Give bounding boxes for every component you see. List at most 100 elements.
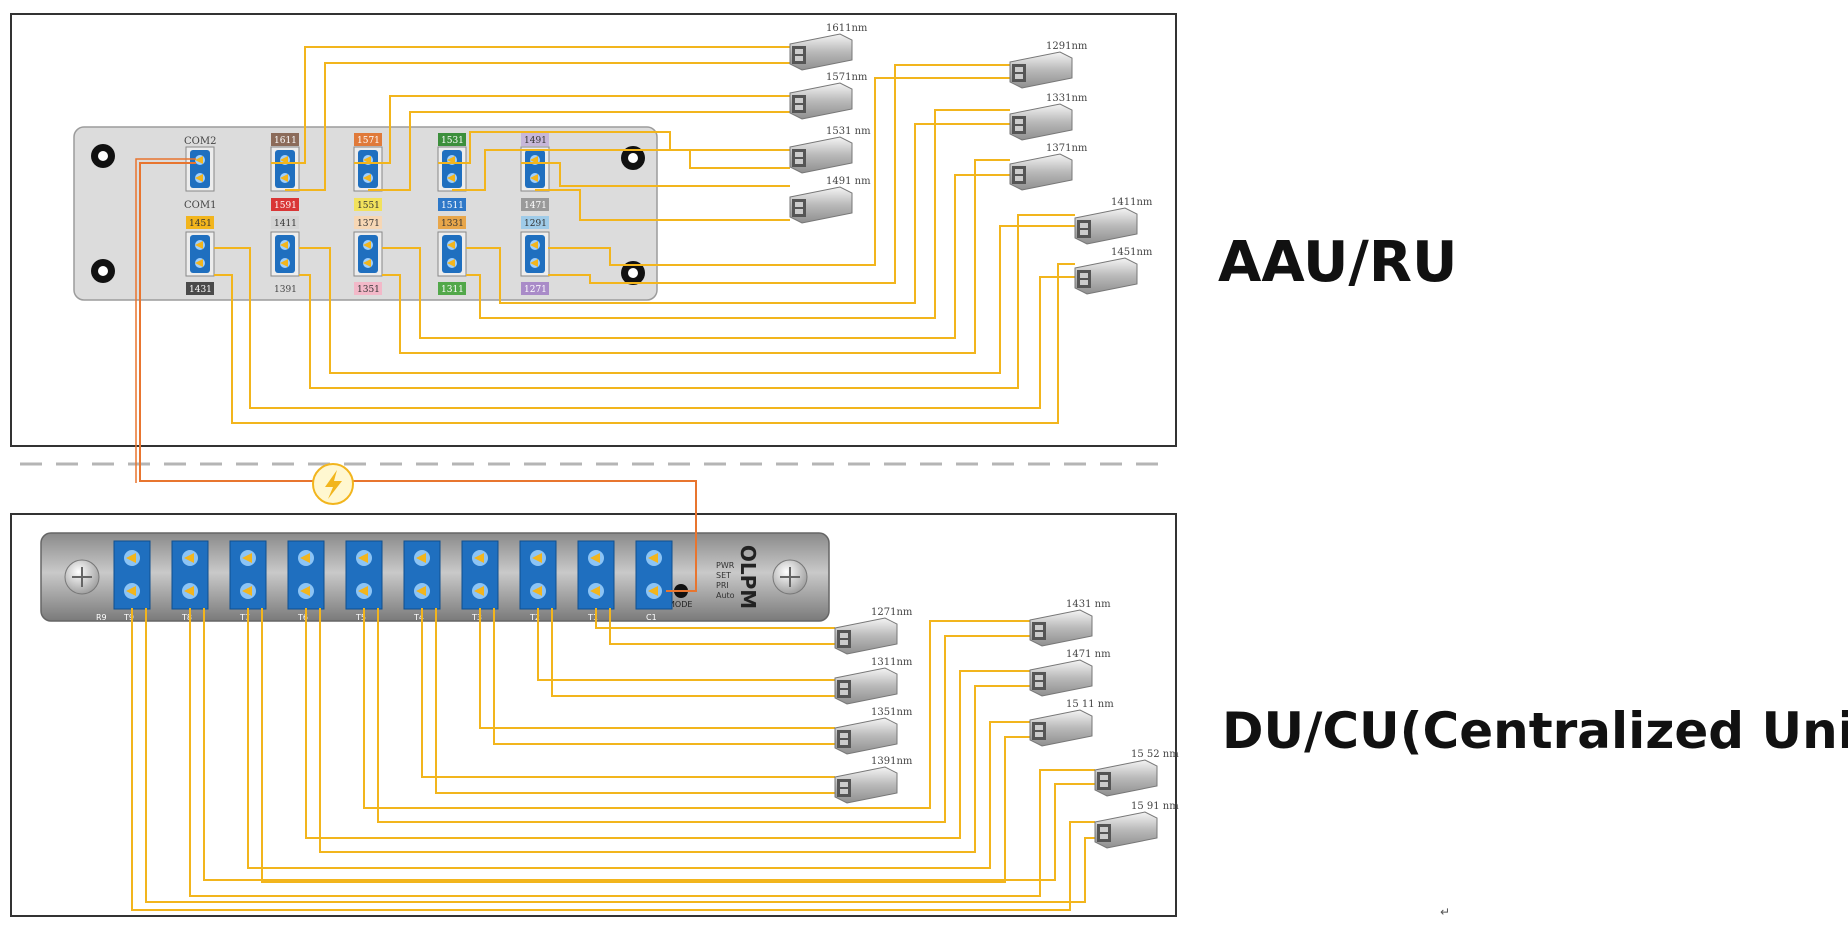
aau-top-tags-below: 1591 1551 1511 1471 [271, 198, 549, 211]
fiber-1571 [354, 95, 790, 164]
olpm-port-t4: T4 [403, 540, 441, 622]
sfp-module-1311: 1311nm [834, 657, 913, 705]
aau-port-top-2 [353, 146, 383, 192]
aau-panel-screw-top-right [621, 146, 645, 170]
fiber-1391-du [421, 608, 835, 778]
sfp-module-1571: 1571nm [789, 72, 868, 120]
olpm-port-t3: T3 [461, 540, 499, 622]
tag-1411: 1411 [274, 219, 297, 229]
olpm-mode-label: MODE [668, 600, 692, 609]
aau-panel-screw-bottom-left [91, 259, 115, 283]
fiber-1552-du [189, 608, 1095, 897]
aau-bottom-tags: 1451 1411 1371 1331 1291 [186, 216, 549, 229]
sfp-module-1371: 1371nm [1009, 143, 1088, 191]
aau-port-bottom-0 [185, 231, 215, 277]
aau-port-bottom-4 [520, 231, 550, 277]
tag-1571: 1571 [357, 136, 380, 146]
olpm-port-label: T6 [297, 613, 308, 622]
du-cu-label: DU/CU(Centralized Unit) [1222, 702, 1848, 760]
fiber-1391 [299, 214, 1075, 389]
tag-1351: 1351 [357, 285, 380, 295]
du-frame [10, 513, 1177, 917]
fiber-1311-du [537, 608, 835, 681]
aau-ports [185, 146, 550, 277]
return-mark: ↵ [1440, 905, 1451, 919]
sfp-module-1291: 1291nm [1009, 41, 1088, 89]
tag-1531: 1531 [441, 136, 464, 146]
aau-port-bottom-1 [270, 231, 300, 277]
fiber-1411 [299, 225, 1075, 374]
tag-1371: 1371 [357, 219, 380, 229]
aau-port-top-4 [520, 146, 550, 192]
sfp-wavelength-label: 1451nm [1111, 247, 1153, 258]
aau-panel-screw-top-left [91, 144, 115, 168]
trunk-fiber-line-return [135, 158, 196, 483]
sfp-wavelength-label: 1431 nm [1066, 599, 1111, 610]
sfp-module-1531: 1531 nm [789, 126, 871, 174]
fiber-1511-du-b [261, 608, 1030, 883]
tag-1331: 1331 [441, 219, 464, 229]
fiber-1291 [548, 77, 1010, 266]
sfp-module-1331: 1331nm [1009, 93, 1088, 141]
olpm-indicator-pwr: PWR [716, 561, 735, 570]
olpm-indicator-set: SET [716, 571, 731, 580]
sfp-wavelength-label: 15 52 nm [1131, 749, 1179, 760]
sfp-module-1271: 1271nm [834, 607, 913, 655]
sfp-wavelength-label: 1331nm [1046, 93, 1088, 104]
olpm-port-t9: T9 [113, 540, 151, 622]
sfp-wavelength-label: 1311nm [871, 657, 913, 668]
aau-ru-label: AAU/RU [1218, 230, 1458, 295]
sfp-wavelength-label: 1371nm [1046, 143, 1088, 154]
olpm-indicator-auto: Auto [716, 591, 735, 600]
olpm-port-label: T3 [471, 613, 482, 622]
fiber-1551 [368, 111, 790, 191]
aau-bottom-tags-below: 1431 1391 1351 1311 1271 [186, 282, 549, 295]
fiber-1491 [521, 162, 790, 187]
aau-panel [73, 126, 658, 301]
lightning-icon [312, 463, 354, 505]
olpm-knob-left [64, 559, 100, 595]
sfp-wavelength-label: 1471 nm [1066, 649, 1111, 660]
fiber-1552-du-b [203, 608, 1095, 881]
olpm-port-label: T9 [123, 613, 134, 622]
sfp-wavelength-label: 1571nm [826, 72, 868, 83]
fiber-1471 [535, 189, 790, 221]
tag-1271: 1271 [524, 285, 547, 295]
fiber-1611 [271, 46, 790, 164]
fiber-1471-du [305, 608, 1030, 839]
fiber-1431 [214, 263, 1075, 424]
sfp-wavelength-label: 15 91 nm [1131, 801, 1179, 812]
sfp-module-1471: 1471 nm [1029, 649, 1111, 697]
sfp-module-1351: 1351nm [834, 707, 913, 755]
fiber-1351 [382, 159, 1010, 354]
fiber-1511 [452, 149, 790, 191]
sfp-module-1552: 15 52 nm [1094, 749, 1179, 797]
fiber-1451 [214, 247, 1075, 409]
aau-port-bottom-2 [353, 231, 383, 277]
tag-1451: 1451 [189, 219, 212, 229]
tag-1611: 1611 [274, 136, 297, 146]
sfp-wavelength-label: 1351nm [871, 707, 913, 718]
fiber-1391-du-b [435, 608, 835, 794]
olpm-port-label: C1 [646, 613, 657, 622]
aau-panel-screw-bottom-right [621, 261, 645, 285]
com1-label: COM1 [184, 200, 216, 211]
tag-1551: 1551 [357, 201, 380, 211]
sfp-module-1511: 15 11 nm [1029, 699, 1114, 747]
aau-frame [10, 13, 1177, 447]
olpm-port-t7: T7 [229, 540, 267, 622]
tag-1491: 1491 [524, 136, 547, 146]
olpm-port-label: T5 [355, 613, 366, 622]
olpm-title: OLPM [736, 545, 760, 609]
fiber-1511-du [247, 608, 1030, 869]
tag-1311: 1311 [441, 285, 464, 295]
olpm-indicator-pri: PRI [716, 581, 729, 590]
olpm-knob-right [772, 559, 808, 595]
aau-port-com [185, 146, 215, 192]
olpm-port-t5: T5 [345, 540, 383, 622]
fiber-1271 [548, 64, 1010, 284]
sfp-wavelength-label: 15 11 nm [1066, 699, 1114, 710]
olpm-port-label: T2 [529, 613, 540, 622]
